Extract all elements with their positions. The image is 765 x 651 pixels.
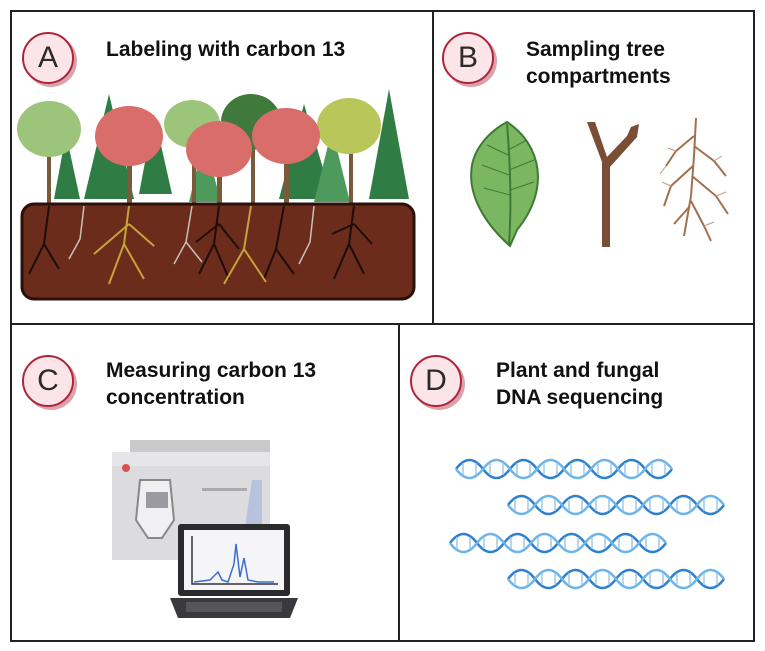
divider-vertical-top — [432, 10, 434, 324]
panel-d-title-line-1: Plant and fungal — [496, 359, 660, 382]
laptop-chart-icon — [170, 524, 298, 618]
root-icon — [659, 117, 729, 242]
panel-d: D Plant and fungal DNA sequencing — [400, 325, 753, 640]
panel-c-title-line-2: concentration — [106, 386, 245, 409]
panel-b-title-line-2: compartments — [526, 65, 671, 88]
branch-icon — [587, 122, 639, 247]
panel-b-badge: B — [442, 32, 494, 84]
panel-a-title: Labeling with carbon 13 — [106, 36, 345, 63]
panel-c-badge: C — [22, 355, 74, 407]
divider-vertical-bottom — [398, 323, 400, 642]
forest-soil-icon — [17, 89, 416, 301]
panel-b-title-line-1: Sampling tree — [526, 38, 665, 61]
divider-horizontal — [10, 323, 755, 325]
panel-d-title: Plant and fungal DNA sequencing — [496, 357, 663, 411]
panel-d-title-line-2: DNA sequencing — [496, 386, 664, 409]
panel-c-title-line-1: Measuring carbon 13 — [106, 359, 317, 382]
dna-helix-icon — [448, 458, 726, 590]
panel-d-badge: D — [410, 355, 462, 407]
panel-a-title-line-1: Labeling with carbon 13 — [106, 38, 346, 61]
panel-c: C Measuring carbon 13 concentration — [12, 325, 398, 640]
panel-a-badge: A — [22, 32, 74, 84]
panel-b-title: Sampling tree compartments — [526, 36, 671, 90]
panel-b: B Sampling tree compartments — [434, 12, 753, 323]
figure-frame — [10, 10, 755, 642]
leaf-icon — [470, 120, 539, 248]
panel-a: A Labeling with carbon 13 — [12, 12, 432, 323]
panel-c-title: Measuring carbon 13 concentration — [106, 357, 316, 411]
